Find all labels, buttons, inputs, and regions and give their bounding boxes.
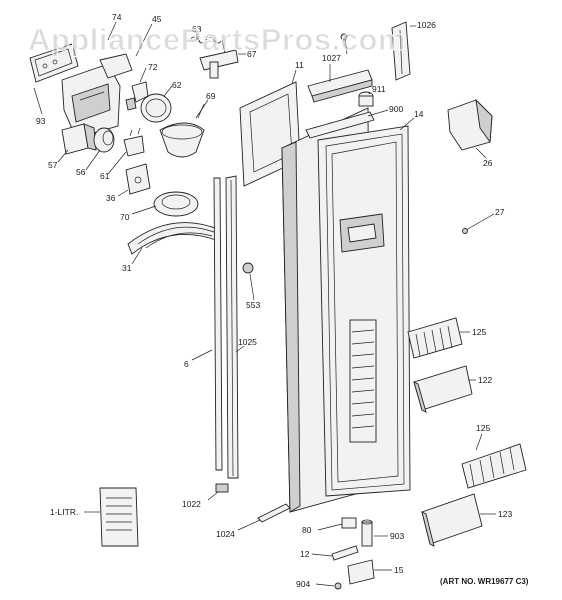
part-553-clip bbox=[242, 262, 254, 274]
callout-labels: 74 45 63 67 1026 72 11 1027 62 911 93 69… bbox=[36, 12, 512, 589]
callout-903: 903 bbox=[390, 531, 404, 541]
callout-69: 69 bbox=[206, 91, 216, 101]
part-6-gasket-strip bbox=[213, 177, 223, 471]
callout-27: 27 bbox=[495, 207, 505, 217]
part-1024-bottom-strip bbox=[257, 503, 291, 523]
callout-70: 70 bbox=[120, 212, 130, 222]
part-36-switch bbox=[125, 163, 151, 195]
part-15-bottom-hinge bbox=[347, 559, 375, 585]
part-80-cam bbox=[341, 517, 357, 529]
callout-57: 57 bbox=[48, 160, 58, 170]
callout-122: 122 bbox=[478, 375, 492, 385]
callout-904: 904 bbox=[296, 579, 310, 589]
callout-1-litr: 1-LITR. bbox=[50, 507, 78, 517]
callout-80: 80 bbox=[302, 525, 312, 535]
callout-62: 62 bbox=[172, 80, 182, 90]
callout-11: 11 bbox=[295, 60, 304, 70]
callout-125-lower: 125 bbox=[476, 423, 490, 433]
callout-15: 15 bbox=[394, 565, 404, 575]
part-125-shelf-lower bbox=[461, 443, 527, 489]
part-1025-trim-strip bbox=[225, 175, 239, 479]
part-904-screw bbox=[334, 582, 342, 590]
part-61-switch bbox=[123, 127, 145, 157]
callout-36: 36 bbox=[106, 193, 116, 203]
part-57-motor bbox=[61, 123, 97, 155]
part-1022-clip bbox=[215, 483, 229, 493]
part-31-drip-tray bbox=[127, 222, 221, 255]
part-70-ring bbox=[153, 191, 199, 217]
part-12-pin bbox=[331, 545, 359, 561]
callout-6: 6 bbox=[184, 359, 189, 369]
part-dispenser-cavity bbox=[339, 213, 385, 253]
part-26-cap bbox=[447, 98, 493, 151]
part-45-dispenser-housing bbox=[61, 53, 133, 139]
part-56-cylinder bbox=[93, 127, 115, 153]
callout-1026: 1026 bbox=[417, 20, 436, 30]
callout-63: 63 bbox=[192, 24, 202, 34]
callout-14: 14 bbox=[414, 109, 424, 119]
part-903-cylinder bbox=[361, 519, 373, 547]
part-27-screw bbox=[462, 221, 481, 234]
part-screw bbox=[340, 33, 348, 55]
callout-1022: 1022 bbox=[182, 499, 201, 509]
callout-1027: 1027 bbox=[322, 53, 341, 63]
part-14-door-gasket bbox=[317, 125, 411, 497]
callout-26: 26 bbox=[483, 158, 493, 168]
watermark: AppliancePartsPros.com bbox=[28, 22, 406, 57]
callout-125-upper: 125 bbox=[472, 327, 486, 337]
part-69-funnel bbox=[159, 103, 205, 158]
callout-93: 93 bbox=[36, 116, 46, 126]
part-shelf-rails bbox=[349, 319, 377, 443]
part-125-shelf-upper bbox=[407, 317, 463, 359]
callout-911: 911 bbox=[372, 84, 386, 94]
part-900-top-trim bbox=[305, 111, 375, 139]
part-72-bracket bbox=[125, 81, 149, 111]
callout-74: 74 bbox=[112, 12, 122, 22]
part-67-actuator bbox=[199, 49, 239, 79]
callout-61: 61 bbox=[100, 171, 110, 181]
callout-123: 123 bbox=[498, 509, 512, 519]
callout-553: 553 bbox=[246, 300, 260, 310]
part-1026-hinge bbox=[391, 21, 411, 81]
callout-1024: 1024 bbox=[216, 529, 235, 539]
callout-12: 12 bbox=[300, 549, 310, 559]
part-122-bin bbox=[413, 365, 473, 413]
callout-31: 31 bbox=[122, 263, 132, 273]
callout-67: 67 bbox=[247, 49, 257, 59]
callout-1025: 1025 bbox=[238, 337, 257, 347]
callout-900: 900 bbox=[389, 104, 403, 114]
part-1027-top-cap bbox=[307, 69, 373, 103]
part-911-bushing bbox=[358, 91, 374, 107]
callout-56: 56 bbox=[76, 167, 86, 177]
callout-72: 72 bbox=[148, 62, 158, 72]
part-93-control-panel bbox=[29, 43, 79, 83]
part-123-bin bbox=[421, 493, 483, 547]
leader-lines bbox=[33, 21, 496, 587]
callout-45: 45 bbox=[152, 14, 162, 24]
part-62-ring bbox=[140, 93, 172, 123]
part-literature-booklet bbox=[99, 487, 139, 547]
art-number: (ART NO. WR19677 C3) bbox=[440, 577, 529, 586]
